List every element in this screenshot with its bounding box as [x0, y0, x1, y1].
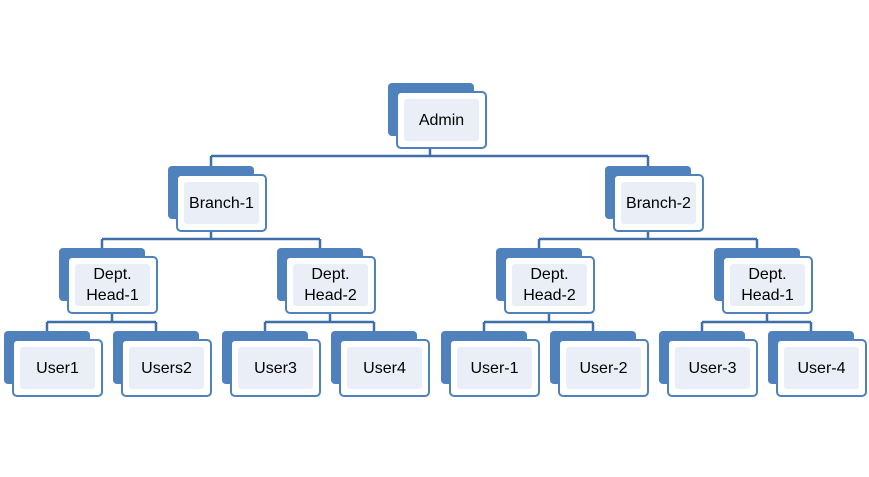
node-label: User-1: [470, 359, 519, 377]
node-label: User3: [254, 359, 297, 377]
node-label: Dept. Head-1: [86, 266, 139, 304]
node-label: Dept. Head-1: [741, 266, 794, 304]
node-label: Branch-2: [626, 194, 691, 212]
node-label: User1: [36, 359, 79, 377]
node-label: User-3: [688, 359, 737, 377]
node-label: Dept. Head-2: [304, 266, 357, 304]
node-label: Dept. Head-2: [523, 266, 576, 304]
node-label: Users2: [141, 359, 192, 377]
node-label: User4: [363, 359, 406, 377]
node-label: User-2: [579, 359, 628, 377]
node-label: User-4: [797, 359, 846, 377]
node-label: Admin: [418, 111, 465, 129]
node-label: Branch-1: [189, 194, 254, 212]
